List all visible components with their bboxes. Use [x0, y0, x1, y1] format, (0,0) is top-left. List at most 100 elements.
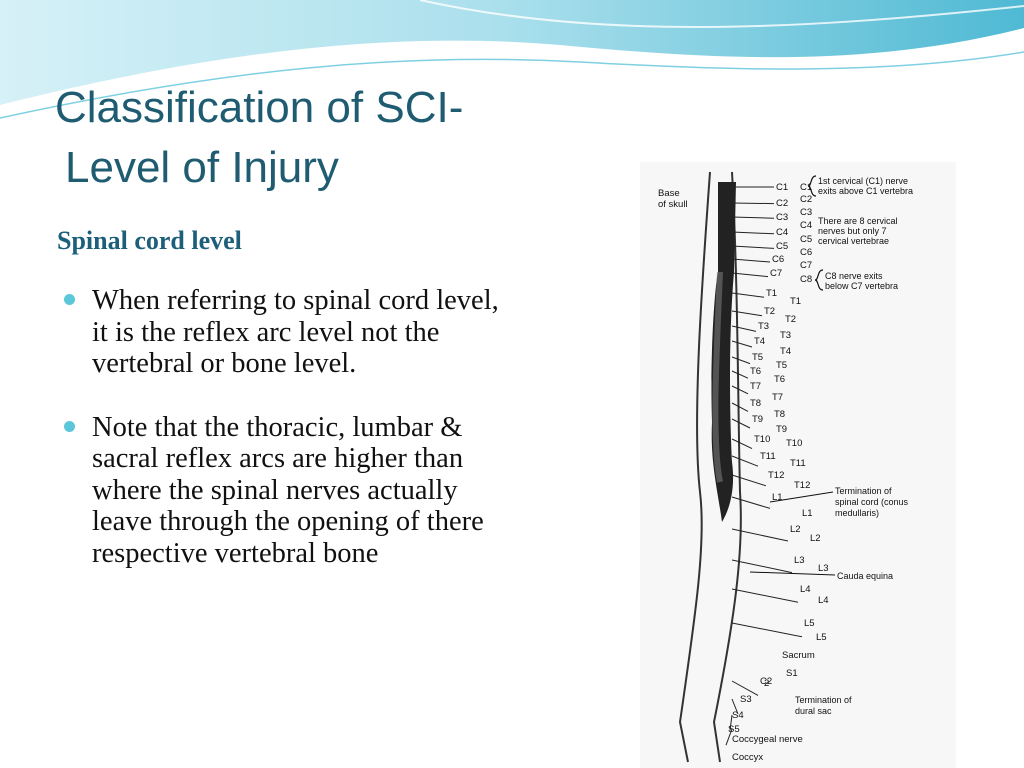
cord-level-label: S4	[732, 710, 744, 721]
nerve-line	[731, 455, 759, 467]
nerve-line	[731, 418, 751, 429]
cord-level-label: L2	[790, 524, 801, 535]
nerve-level-label: C5	[800, 234, 812, 245]
cervical-note: There are 8 cervical	[818, 216, 898, 226]
nerve-level-label: S1	[786, 668, 798, 679]
cord-level-label: T2	[764, 306, 775, 317]
cervical-note: nerves but only 7	[818, 226, 887, 236]
nerve-line	[731, 438, 753, 450]
bullet-text: When referring to spinal cord level, it …	[92, 285, 499, 379]
c8-note: below C7 vertebra	[825, 281, 898, 291]
cord-level-label: L1	[772, 492, 783, 503]
cord-level-label: C7	[770, 268, 782, 279]
cord-level-label: T5	[752, 352, 763, 363]
nerve-level-label: T7	[772, 392, 783, 403]
bullet-item: Note that the thoracic, lumbar & sacral …	[62, 412, 512, 570]
nerve-level-label: C3	[800, 207, 812, 218]
c1-note: exits above C1 vertebra	[818, 186, 913, 196]
header-wave-decoration	[0, 0, 1024, 119]
cord-level-label: T4	[754, 336, 765, 347]
nerve-level-label: T4	[780, 346, 791, 357]
nerve-level-label: T1	[790, 296, 801, 307]
base-of-skull-label: Base	[658, 188, 680, 199]
bullet-list: When referring to spinal cord level, it …	[62, 285, 512, 569]
nerve-line	[731, 292, 765, 298]
bullet-text: Note that the thoracic, lumbar & sacral …	[92, 411, 484, 569]
cervical-note: cervical vertebrae	[818, 236, 889, 246]
nerve-line	[731, 385, 749, 395]
cord-level-label: C4	[776, 227, 788, 238]
nerve-level-label: T5	[776, 360, 787, 371]
nerve-line	[731, 340, 753, 348]
sacrum-label: Sacrum	[782, 650, 815, 661]
nerve-level-label: T3	[780, 330, 791, 341]
bullet-item: When referring to spinal cord level, it …	[62, 285, 512, 380]
nerve-line	[731, 559, 793, 574]
nerve-line	[731, 310, 763, 317]
cord-level-label: T9	[752, 414, 763, 425]
title-line-2: Level of Injury	[65, 143, 339, 192]
cord-level-label: T7	[750, 381, 761, 392]
nerve-level-label: T6	[774, 374, 785, 385]
nerve-level-label: T11	[790, 458, 806, 469]
nerve-level-label: T12	[794, 480, 810, 491]
c8-note: C8 nerve exits	[825, 271, 883, 281]
nerve-line	[731, 231, 775, 235]
nerve-level-label: L4	[818, 595, 829, 606]
nerve-line	[731, 528, 789, 542]
nerve-line	[731, 202, 775, 205]
cord-level-label: T3	[758, 321, 769, 332]
cord-level-label: L4	[800, 584, 811, 595]
title-line-1: Classification of SCI-	[55, 83, 464, 132]
conus-note: Termination of	[835, 486, 892, 496]
cord-level-label: C2	[776, 198, 788, 209]
coccyx-label: Coccyx	[732, 752, 763, 763]
nerve-level-label: C1	[800, 182, 812, 193]
cord-level-label: C2	[760, 676, 772, 687]
dural-sac-note: Termination of	[795, 695, 852, 705]
cord-level-label: T12	[768, 470, 784, 481]
bullet-dot-icon	[64, 420, 75, 432]
cord-level-label: C1	[776, 182, 788, 193]
cord-level-label: C5	[776, 241, 788, 252]
nerve-level-label: C2	[800, 194, 812, 205]
cord-level-label: C3	[776, 212, 788, 223]
nerve-line	[731, 474, 767, 487]
nerve-line	[731, 272, 769, 278]
nerve-line	[731, 245, 775, 249]
cord-level-labels: C1C2C3C4C5C6C7T1T2T3T4T5T6T7T8T9T10T11T1…	[728, 182, 815, 735]
nerve-line	[731, 402, 749, 412]
nerve-level-label: C4	[800, 220, 812, 231]
cord-level-label: L5	[804, 618, 815, 629]
nerve-line	[731, 216, 775, 219]
nerve-level-label: T10	[786, 438, 802, 449]
conus-note: spinal cord (conus	[835, 497, 909, 507]
nerve-level-label: L2	[810, 533, 821, 544]
nerve-level-label: 2	[764, 678, 769, 689]
cord-level-label: L3	[794, 555, 805, 566]
c1-note: 1st cervical (C1) nerve	[818, 176, 908, 186]
nerve-level-label: L1	[802, 508, 813, 519]
conus-note: medullaris)	[835, 508, 879, 518]
nerve-lines	[725, 186, 803, 746]
nerve-level-label: L5	[816, 632, 827, 643]
nerve-level-label: C7	[800, 260, 812, 271]
bullet-dot-icon	[64, 294, 75, 305]
nerve-line	[731, 258, 771, 263]
cord-level-label: S5	[728, 724, 740, 735]
cord-level-label: T11	[760, 451, 776, 462]
nerve-line	[731, 680, 759, 696]
nerve-line	[729, 714, 733, 731]
nerve-level-label: L3	[818, 563, 829, 574]
nerve-line	[731, 622, 803, 638]
cord-level-label: T8	[750, 398, 761, 409]
nerve-line	[731, 325, 757, 332]
nerve-level-labels: C1C2C3C4C5C6C7C8T1T2T3T4T5T6T7T8T9T10T11…	[764, 182, 829, 689]
base-of-skull-label: of skull	[658, 199, 688, 210]
slide-title: Classification of SCI- Level of Injury	[55, 78, 575, 198]
cord-level-label: T6	[750, 366, 761, 377]
slide-subtitle: Spinal cord level	[57, 226, 242, 255]
cauda-equina-label: Cauda equina	[837, 571, 893, 581]
nerve-line	[731, 370, 749, 379]
